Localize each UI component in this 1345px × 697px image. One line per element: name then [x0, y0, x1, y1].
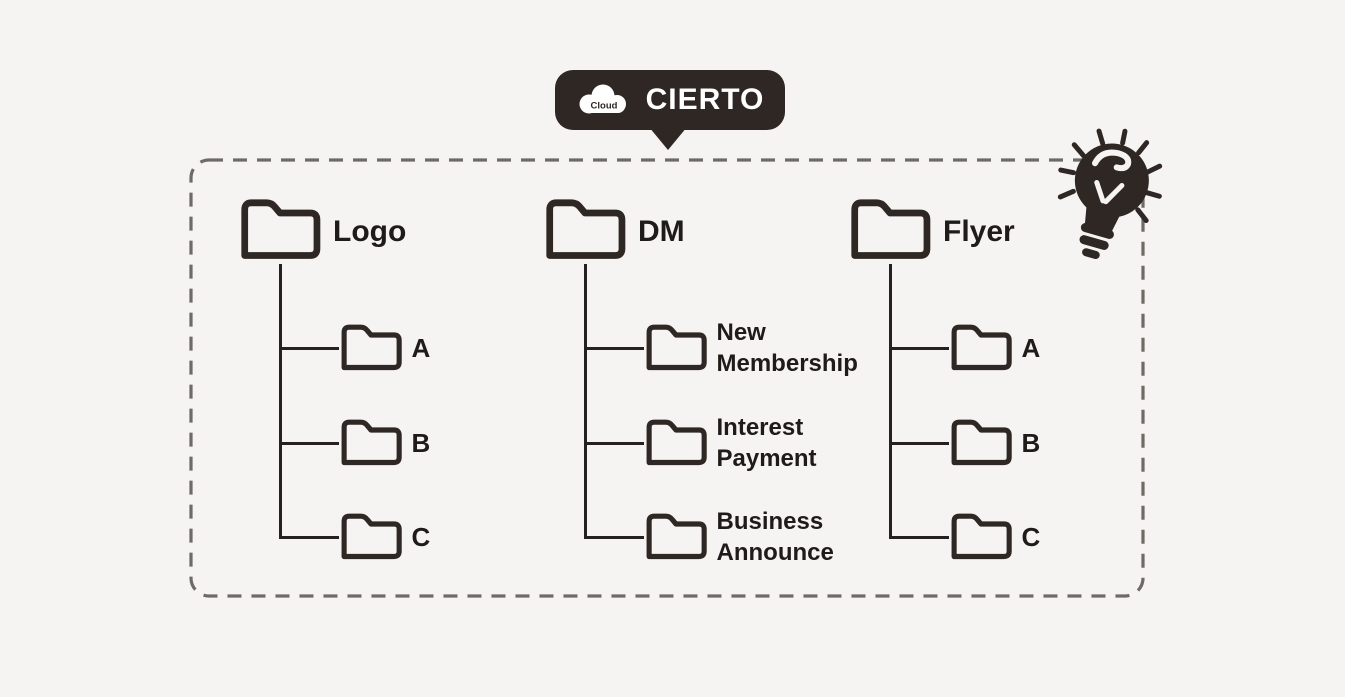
subfolder-row: Interest Payment [583, 414, 895, 472]
tree-branch-line [278, 346, 339, 350]
folder-icon [241, 199, 321, 259]
folder-label: DM [638, 215, 685, 248]
folder-label: Flyer [943, 215, 1015, 248]
folder-icon [951, 419, 1012, 466]
subfolder-row: New Membership [583, 319, 895, 377]
folder-tree-logo: Logo A B C [238, 196, 568, 596]
tree-branch-line [278, 441, 339, 445]
cierto-badge: Cloud CIERTO [555, 70, 785, 150]
badge-tail [649, 127, 687, 150]
subfolder-label: New Membership [716, 319, 858, 377]
subfolder-row: B [888, 417, 1041, 469]
tree-branch-line [583, 346, 644, 350]
folder-icon [851, 199, 931, 259]
folder-icon [341, 513, 402, 560]
cloud-icon-label: Cloud [590, 101, 617, 112]
tree-trunk-line [583, 264, 587, 539]
subfolder-label: A [1021, 333, 1041, 363]
tree-branch-line [278, 535, 339, 539]
folder-icon [646, 513, 707, 560]
subfolder-label: C [411, 522, 431, 552]
subfolder-row: Business Announce [583, 508, 895, 566]
tree-branch-line [888, 441, 949, 445]
folder-icon [341, 324, 402, 371]
folder-tree-dm: DM New Membership Interest Payment Busin… [543, 196, 873, 596]
dashed-border-box [189, 158, 1145, 598]
folder-icon [646, 419, 707, 466]
subfolder-row: C [888, 511, 1041, 563]
folder-icon [341, 419, 402, 466]
folder-icon [951, 513, 1012, 560]
tree-branch-line [583, 441, 644, 445]
tree-branch-line [888, 346, 949, 350]
folder-icon [546, 199, 626, 259]
subfolder-label: B [411, 428, 431, 458]
folder-icon [646, 324, 707, 371]
subfolder-label: Interest Payment [716, 414, 817, 472]
badge-label: CIERTO [645, 83, 765, 116]
subfolder-label: B [1021, 428, 1041, 458]
tree-trunk-line [278, 264, 282, 539]
subfolder-row: A [278, 322, 431, 374]
subfolder-label: A [411, 333, 431, 363]
subfolder-label: C [1021, 522, 1041, 552]
folder-label: Logo [333, 215, 407, 248]
folder-tree-flyer: Flyer A B C [848, 196, 1178, 596]
cloud-icon: Cloud [579, 84, 626, 114]
tree-branch-line [583, 535, 644, 539]
tree-trunk-line [888, 264, 892, 539]
subfolder-row: A [888, 322, 1041, 374]
subfolder-label: Business Announce [716, 508, 834, 566]
folder-icon [951, 324, 1012, 371]
lightbulb-icon [1057, 128, 1163, 259]
subfolder-row: B [278, 417, 431, 469]
subfolder-row: C [278, 511, 431, 563]
tree-branch-line [888, 535, 949, 539]
